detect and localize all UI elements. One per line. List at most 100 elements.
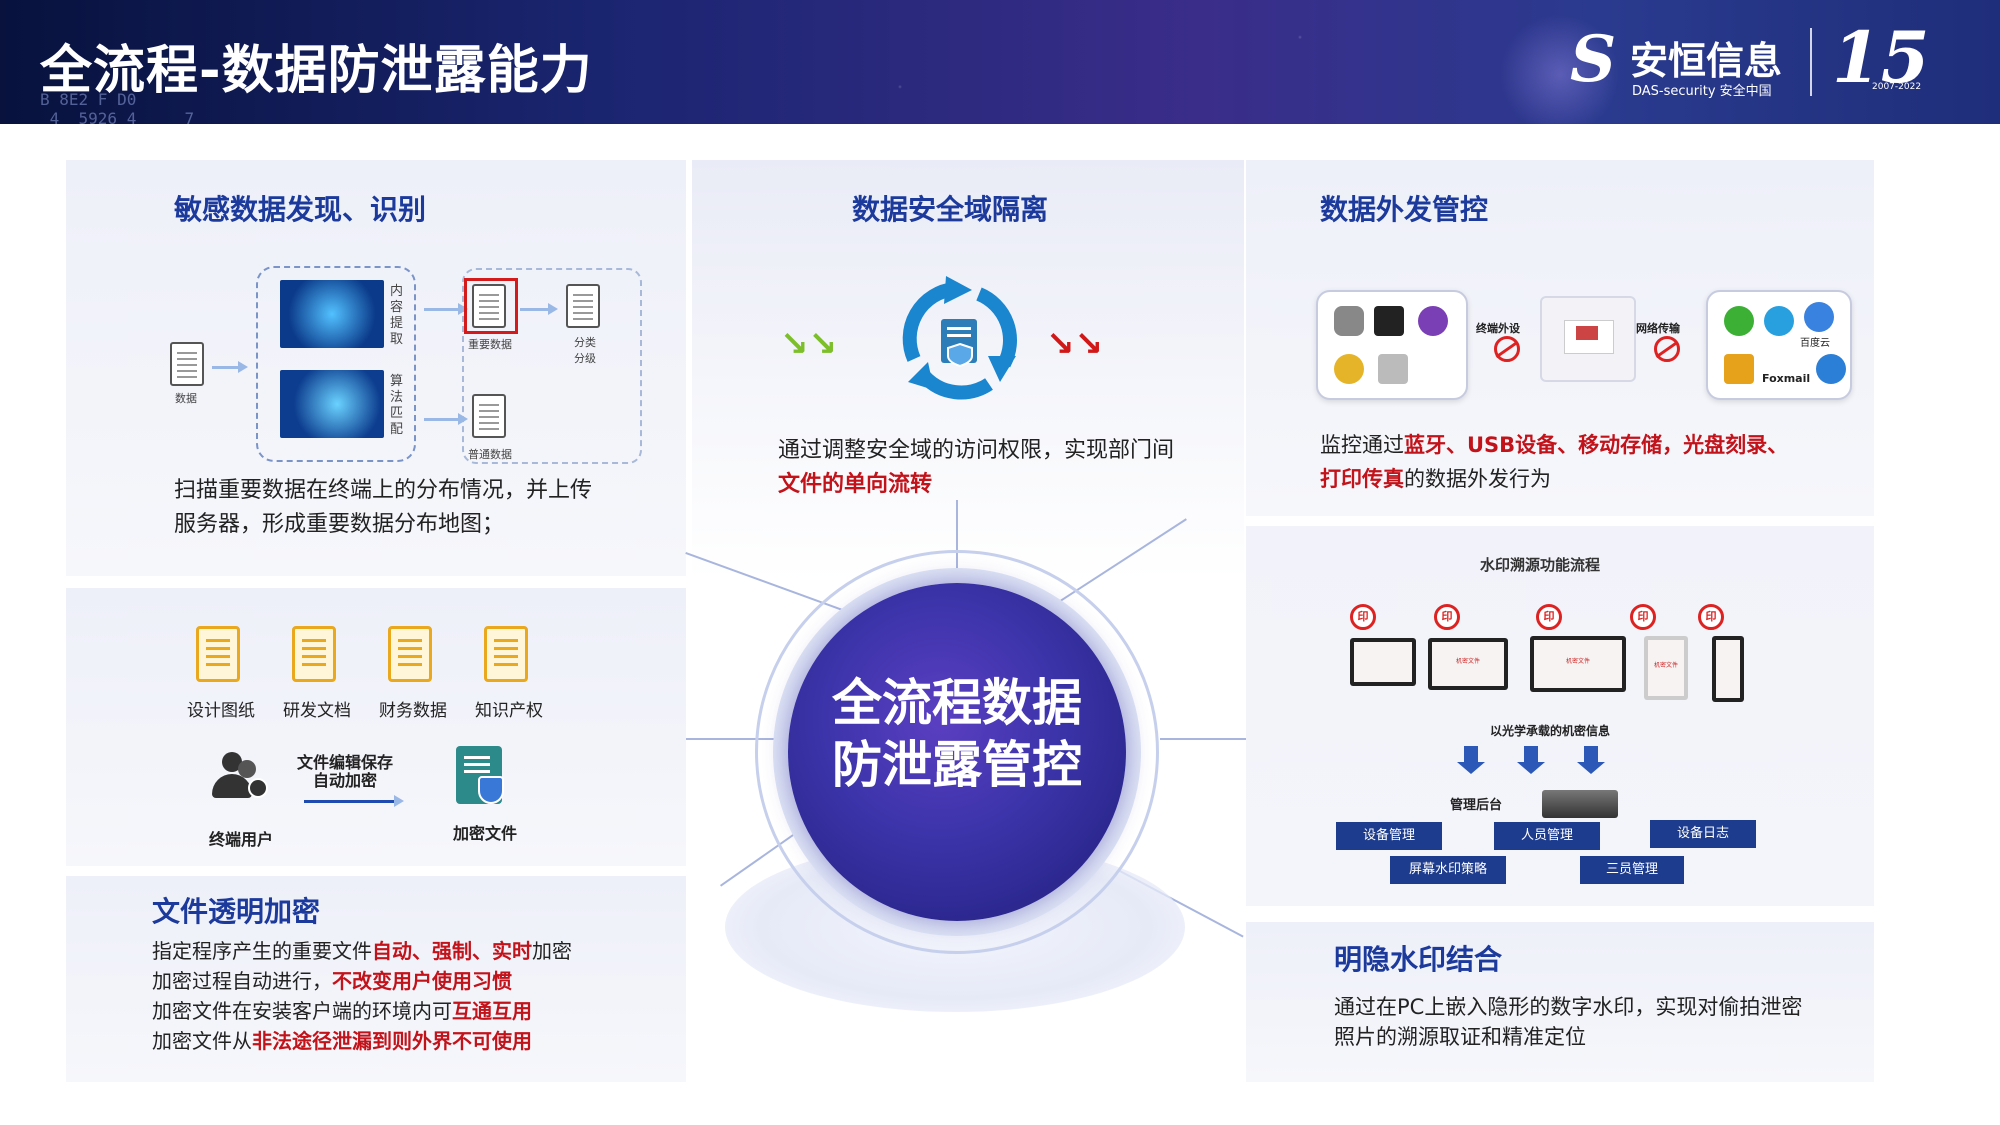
dvd-icon [1334,354,1364,384]
text-highlight: 不改变用户使用习惯 [332,969,512,993]
encrypted-file-label: 加密文件 [452,824,517,843]
arrow-right-icon [424,413,468,425]
monitor-icon: 机密文件 [1530,636,1626,692]
analysis-dashed-box [256,266,416,462]
ip-file-icon [484,626,528,682]
transparent-line1: 指定程序产生的重要文件自动、强制、实时加密 [152,936,572,966]
file-label: 知识产权 [475,701,543,721]
normal-label: 普通数据 [468,448,512,461]
text-highlight: 非法途径泄漏到则外界不可使用 [252,1029,532,1053]
connector-line [1160,738,1246,740]
tablet-icon: 机密文件 [1644,636,1688,700]
file-label: 研发文档 [283,701,351,721]
header-background [0,0,2000,124]
device-management-button: 设备管理 [1336,822,1442,850]
header-banner: 全流程-数据防泄露能力 B 8E2 F D0 4 5926 4 7 S 安恒信息… [0,0,2000,124]
center-title-line1: 全流程数据 [832,674,1082,732]
carrier-label: 以光学承载的机密信息 [1490,724,1611,738]
peripheral-devices-box [1316,290,1468,400]
logo-mark-icon: S [1570,22,1617,97]
panel-domain-isolation [692,160,1244,580]
panel-sensitive-data [66,160,686,576]
sensitive-description: 扫描重要数据在终端上的分布情况，并上传 服务器，形成重要数据分布地图； [174,474,592,542]
domain-desc-line2: 文件的单向流转 [778,472,933,497]
peripheral-label: 终端外设 [1476,322,1520,335]
outbound-desc-line2: 打印传真的数据外发行为 [1320,462,1788,496]
classify-document-icon [566,284,600,328]
watermark-desc-line1: 通过在PC上嵌入隐形的数字水印，实现对偷拍泄密 [1334,995,1803,1019]
logo-company-name: 安恒信息 [1630,39,1783,83]
file-label: 设计图纸 [187,701,255,721]
data-document-icon [170,342,204,386]
block-icon [1654,336,1680,362]
text-highlight: 打印传真 [1320,467,1404,491]
text-plain: 监控通过 [1320,433,1404,457]
important-label: 重要数据 [468,338,512,351]
watermark-flow-title: 水印溯源功能流程 [1480,556,1601,574]
classify-label: 分类分级 [574,336,596,365]
classify-dashed-box [462,268,642,464]
auto-encrypt-caption: 文件编辑保存 自动加密 [290,754,400,790]
text-plain: 加密 [532,939,572,963]
anniversary-years: 2007-2022 [1872,82,1922,92]
arrow-right-icon [212,361,248,373]
seal-badge-icon: 印 [1698,604,1724,630]
panel-encrypt-flow [66,588,686,866]
qq-icon [1764,306,1794,336]
rd-document-file-icon [292,626,336,682]
transparent-line4: 加密文件从非法途径泄漏到则外界不可使用 [152,1026,572,1056]
seal-badge-icon: 印 [1350,604,1376,630]
screen-text: 机密文件 [1565,658,1590,665]
text-plain: 的数据外发行为 [1404,467,1551,491]
arrow-right-icon [424,303,468,315]
network-apps-box: 百度云 Foxmail [1706,290,1852,400]
text-plain: 加密文件在安装客户端的环境内可 [152,999,452,1023]
connector-line [956,500,958,580]
panel-transparent-encryption [66,876,686,1082]
phone-icon [1712,636,1744,702]
screen-text: 机密文件 [1653,662,1678,669]
watermark-title: 明隐水印结合 [1334,943,1503,976]
network-label: 网络传输 [1636,322,1680,335]
text-highlight: 蓝牙、USB设备、移动存储，光盘刻录、 [1404,433,1789,457]
watermark-description: 通过在PC上嵌入隐形的数字水印，实现对偷拍泄密 照片的溯源取证和精准定位 [1334,992,1802,1052]
screen-text: 机密文件 [1455,658,1480,665]
domain-desc-line1: 通过调整安全域的访问权限，实现部门间 [778,438,1175,463]
match-label: 算法匹配 [390,374,404,437]
personnel-management-button: 人员管理 [1494,822,1600,850]
center-core-circle [788,583,1126,921]
transparent-line3: 加密文件在安装客户端的环境内可互通互用 [152,996,572,1026]
data-label: 数据 [175,392,197,405]
laptop-icon: 机密文件 [1428,638,1508,690]
text-plain: 指定程序产生的重要文件 [152,939,372,963]
watermark-desc-line2: 照片的溯源取证和精准定位 [1334,1025,1586,1049]
design-drawing-file-icon [196,626,240,682]
down-arrow-icon [1577,746,1605,774]
red-blocked-arrows-icon: ↘↘ [1046,324,1103,364]
baidu-cloud-icon [1804,302,1834,332]
text-highlight: 互通互用 [452,999,532,1023]
center-title-line2: 防泄露管控 [832,736,1082,794]
down-arrow-icon [1457,746,1485,774]
cycle-arrows-icon [884,264,1034,414]
financial-data-file-icon [388,626,432,682]
screen-watermark-policy-button: 屏幕水印策略 [1390,856,1506,884]
sensitive-desc-line2: 服务器，形成重要数据分布地图； [174,512,505,537]
encrypted-file-icon [456,746,504,804]
page-title: 全流程-数据防泄露能力 [40,41,593,101]
bluetooth-icon [1334,306,1364,336]
company-logo: S 安恒信息 DAS-security 安全中国 15 2007-2022 [1570,16,1980,102]
text-plain: 加密过程自动进行， [152,969,332,993]
header-code-decoration: B 8E2 F D0 4 5926 4 7 [40,90,195,124]
encrypt-arrow-icon [304,795,404,807]
important-document-icon [472,284,506,328]
device-log-button: 设备日志 [1650,820,1756,848]
arrow-right-icon [520,303,558,315]
seal-badge-icon: 印 [1630,604,1656,630]
computer-icon [1540,296,1636,382]
removable-storage-icon [1418,306,1448,336]
seal-badge-icon: 印 [1536,604,1562,630]
normal-document-icon [472,394,506,438]
center-outer-ring [755,550,1159,954]
